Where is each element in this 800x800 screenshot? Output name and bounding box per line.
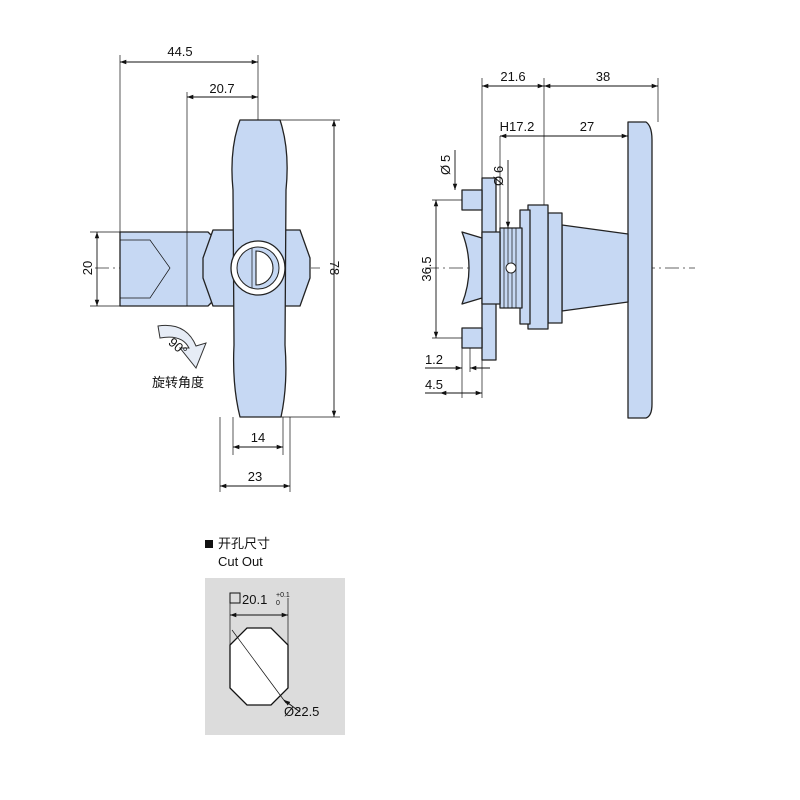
cutout-label-cn: 开孔尺寸 — [218, 537, 270, 552]
front-shaft-cam-edge — [120, 239, 171, 299]
front-shaft — [119, 231, 217, 307]
side-stud-bottom — [461, 327, 483, 349]
dim-text-d6: 6 — [491, 166, 506, 173]
cutout-diameter: Ø22.5 — [284, 704, 319, 719]
cutout-tol-lower: 0 — [276, 600, 280, 607]
side-cam — [461, 231, 483, 305]
side-handle-neck — [561, 224, 629, 312]
side-view: 21.6 38 H17.2 27 Ø 5 Ø 6 36.5 1.2 4.5 — [419, 69, 695, 419]
side-locknut-outer — [547, 212, 563, 324]
cutout-diagonal — [231, 629, 287, 704]
cutout-diameter-leader — [283, 699, 301, 713]
dim-text-d5-symbol: Ø — [438, 165, 453, 175]
dim-text-20: 20 — [80, 261, 95, 275]
dim-text-23: 23 — [248, 469, 262, 484]
dim-text-4-5: 4.5 — [425, 377, 443, 392]
dim-text-78: 78 — [327, 261, 342, 275]
cutout-label-en: Cut Out — [218, 554, 263, 569]
side-pin — [505, 262, 517, 274]
side-stud-top — [461, 189, 483, 211]
cutout-square-size: 20.1 — [242, 592, 267, 607]
dim-text-36-5: 36.5 — [419, 256, 434, 281]
dim-text-14: 14 — [251, 430, 265, 445]
front-view: 44.5 20.7 20 78 14 23 90° 旋转角度 — [80, 44, 342, 492]
dim-text-h17-2: H17.2 — [500, 119, 535, 134]
side-handle-plate — [627, 121, 653, 419]
side-cam-block — [481, 231, 501, 305]
dim-text-d6-symbol: Ø — [491, 176, 506, 186]
square-symbol-icon — [229, 592, 241, 604]
dim-text-38: 38 — [596, 69, 610, 84]
rotation-label: 旋转角度 — [152, 375, 204, 391]
cutout-section: 开孔尺寸 Cut Out 20.1 +0.1 0 Ø22.5 — [205, 537, 345, 735]
dim-text-1-2: 1.2 — [425, 352, 443, 367]
dim-text-44-5: 44.5 — [167, 44, 192, 59]
front-key-slot — [255, 250, 274, 286]
dim-text-21-6: 21.6 — [500, 69, 525, 84]
dim-text-d5: 5 — [438, 155, 453, 162]
cutout-tol-upper: +0.1 — [276, 592, 290, 599]
dim-text-27: 27 — [580, 119, 594, 134]
cutout-bullet-icon — [205, 540, 213, 548]
dim-text-20-7: 20.7 — [209, 81, 234, 96]
side-locknut — [527, 204, 549, 330]
rotation-arrow-icon — [157, 324, 207, 369]
